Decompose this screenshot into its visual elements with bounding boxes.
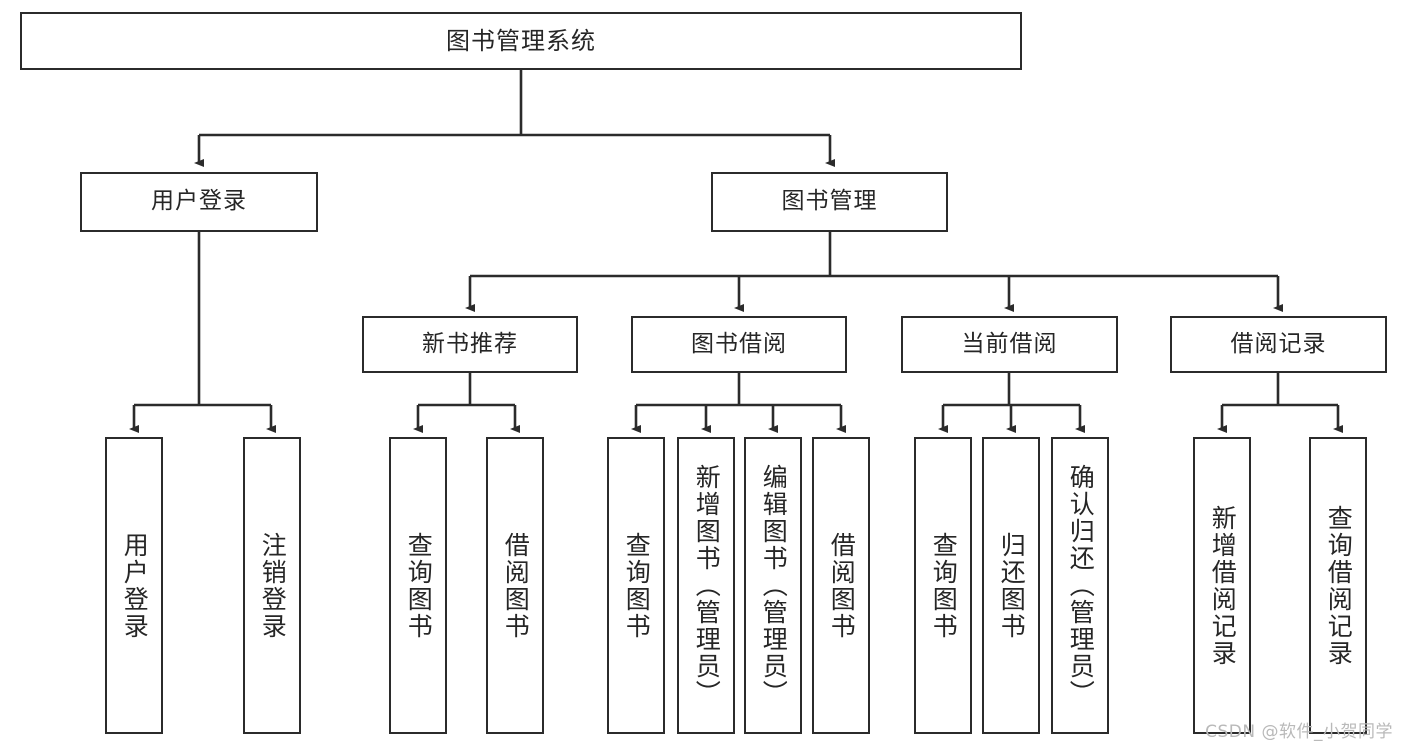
node-new-book-recommend[interactable]: 新书推荐 (362, 316, 578, 373)
leaf-user-login[interactable]: 用户登录 (105, 437, 163, 734)
leaf-borrow-edit-book-admin[interactable]: 编辑图书（管理员） (744, 437, 802, 734)
node-label: 用户登录 (120, 531, 150, 640)
node-label: 注销登录 (258, 531, 288, 640)
node-root-system[interactable]: 图书管理系统 (20, 12, 1022, 70)
leaf-current-return-book[interactable]: 归还图书 (982, 437, 1040, 734)
node-label: 新增图书（管理员） (692, 464, 722, 707)
leaf-current-confirm-return-admin[interactable]: 确认归还（管理员） (1051, 437, 1109, 734)
node-user-login[interactable]: 用户登录 (80, 172, 318, 232)
node-label: 编辑图书（管理员） (759, 464, 789, 707)
leaf-borrow-borrow-book[interactable]: 借阅图书 (812, 437, 870, 734)
node-book-management[interactable]: 图书管理 (711, 172, 948, 232)
node-borrow-record[interactable]: 借阅记录 (1170, 316, 1387, 373)
node-label: 用户登录 (151, 188, 247, 215)
node-label: 当前借阅 (961, 330, 1058, 357)
csdn-watermark: CSDN @软件_小贺同学 (1205, 722, 1393, 742)
leaf-record-query-borrow-record[interactable]: 查询借阅记录 (1309, 437, 1367, 734)
leaf-user-logout[interactable]: 注销登录 (243, 437, 301, 734)
node-label: 查询图书 (404, 531, 434, 640)
node-label: 图书管理系统 (446, 26, 596, 55)
node-label: 图书管理 (781, 188, 878, 215)
node-label: 归还图书 (997, 531, 1027, 640)
leaf-current-query-book[interactable]: 查询图书 (914, 437, 972, 734)
leaf-borrow-query-book[interactable]: 查询图书 (607, 437, 665, 734)
node-label: 新书推荐 (422, 330, 518, 357)
leaf-record-add-borrow-record[interactable]: 新增借阅记录 (1193, 437, 1251, 734)
node-book-borrow[interactable]: 图书借阅 (631, 316, 847, 373)
node-label: 查询图书 (929, 531, 959, 640)
node-label: 确认归还（管理员） (1066, 464, 1096, 707)
leaf-borrow-add-book-admin[interactable]: 新增图书（管理员） (677, 437, 735, 734)
node-label: 借阅记录 (1230, 330, 1327, 357)
node-label: 借阅图书 (827, 531, 857, 640)
node-label: 查询借阅记录 (1324, 504, 1354, 667)
node-label: 新增借阅记录 (1208, 504, 1238, 667)
leaf-recommend-query-book[interactable]: 查询图书 (389, 437, 447, 734)
node-current-borrow[interactable]: 当前借阅 (901, 316, 1118, 373)
node-label: 借阅图书 (501, 531, 531, 640)
node-label: 查询图书 (622, 531, 652, 640)
leaf-recommend-borrow-book[interactable]: 借阅图书 (486, 437, 544, 734)
node-label: 图书借阅 (691, 330, 787, 357)
